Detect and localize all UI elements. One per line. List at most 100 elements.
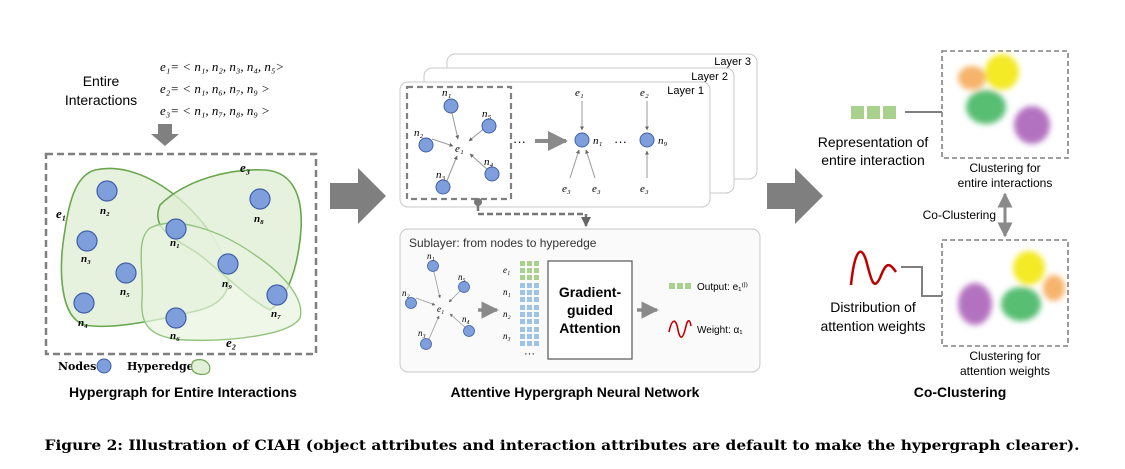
cluster2-caption-line2: attention weights — [960, 364, 1050, 378]
star-node-n4 — [484, 166, 500, 182]
node-n7-label: n₇ — [271, 308, 281, 320]
output-squares-icon — [669, 283, 691, 289]
feature-grid-e1 — [520, 261, 539, 280]
node-n1 — [165, 218, 187, 240]
node-n6-label: n₆ — [170, 330, 180, 342]
node-n1-label: n₁ — [170, 237, 180, 249]
node-n8-label: n₈ — [254, 213, 264, 225]
layer-ellipsis-2: ··· — [614, 134, 627, 149]
mini-node-n1 — [427, 260, 439, 272]
star-dashed-box — [405, 85, 513, 201]
output-label: Output: e₁⁽ˡ⁾ — [697, 282, 748, 293]
node-n4-label: n₄ — [78, 317, 88, 329]
equation-e2: e₂= < n₁, n₆, n₇, n₉ > — [160, 81, 270, 96]
star-node-n1 — [443, 98, 459, 114]
panel3-caption: Co-Clustering — [914, 384, 1007, 400]
panel2-caption: Attentive Hypergraph Neural Network — [451, 384, 700, 400]
hypergraph-dashed-box — [44, 152, 318, 356]
star-n4-label: n₄ — [484, 156, 494, 168]
tree2-node — [639, 132, 655, 148]
row-label-n2: n₂ — [503, 309, 511, 319]
node-n7 — [266, 284, 288, 306]
weight-wave-icon — [668, 319, 692, 338]
node-n2 — [96, 180, 118, 202]
hyperedge-e1-label: e₁ — [56, 206, 66, 221]
mini-n3-label: n₃ — [418, 328, 426, 338]
tree1-bottom-left-label: e₃ — [562, 183, 571, 195]
hyperedge-e2-label: e₂ — [226, 335, 236, 350]
star-nodes — [418, 98, 500, 195]
panel-co-clustering: Representation of entire interaction Clu… — [818, 50, 1069, 400]
mini-node-n3 — [420, 338, 432, 350]
mini-star-nodes — [405, 260, 475, 350]
equation-e1: e₁= < n₁, n₂, n₃, n₄, n₅> — [160, 59, 284, 74]
tree2-top-label: e₂ — [640, 87, 649, 99]
feature-grid-n3 — [520, 327, 539, 346]
legend-hyperedges-label: Hyperedges — [127, 360, 200, 373]
distribution-label-line2: attention weights — [820, 318, 925, 334]
star-node-n3 — [435, 179, 451, 195]
weight-label: Weight: α₁ — [697, 325, 743, 336]
cluster2-caption-line1: Clustering for — [969, 349, 1040, 363]
node-n9-label: n₉ — [222, 278, 232, 290]
tree-2: e₂ n₉ e₃ — [639, 87, 668, 195]
cluster1-caption-line2: entire interactions — [958, 176, 1053, 190]
rows-ellipsis: ··· — [524, 348, 535, 360]
connector-dot — [474, 198, 482, 206]
row-label-n1: n₁ — [503, 287, 511, 297]
representation-label-line2: entire interaction — [821, 152, 925, 168]
big-arrow-icon-1 — [330, 168, 386, 224]
entire-interactions-heading-line1: Entire — [83, 73, 120, 89]
distribution-wave-icon — [849, 250, 898, 286]
mini-center-label: e₁ — [437, 304, 444, 314]
legend-node-icon — [96, 358, 112, 374]
dashed-connector — [476, 205, 591, 227]
node-n5-label: n₅ — [120, 286, 130, 298]
entire-interactions-heading-line2: Interactions — [65, 92, 137, 108]
panel1-caption: Hypergraph for Entire Interactions — [69, 384, 297, 400]
equation-e3: e₃= < n₁, n₇, n₈, n₉ > — [160, 103, 270, 118]
mini-node-n2 — [405, 297, 417, 309]
tree1-top-label: e₁ — [575, 87, 584, 99]
star-n5-label: n₅ — [482, 108, 492, 120]
cluster-plot-1 — [958, 54, 1050, 144]
legend-nodes-label: Nodes — [58, 360, 96, 373]
layer-3-label: Layer 3 — [714, 56, 751, 68]
mini-node-n4 — [463, 325, 475, 337]
star-node-n5 — [481, 118, 497, 134]
tree-1: e₁ n₁ e₃ e₃ — [562, 87, 603, 195]
feature-rows: e₁ n₁ n₂ n₃ — [503, 261, 539, 360]
tree1-node — [574, 132, 590, 148]
row-label-e1: e₁ — [503, 265, 510, 275]
gradient-attention-line2: guided — [567, 302, 613, 318]
tree1-node-label: n₁ — [593, 135, 603, 147]
representation-label-line1: Representation of — [818, 134, 929, 150]
gradient-attention-line1: Gradient- — [559, 284, 622, 300]
row-label-n3: n₃ — [503, 331, 511, 341]
co-clustering-label: Co-Clustering — [923, 208, 996, 222]
node-n8 — [249, 188, 271, 210]
layer-2-label: Layer 2 — [691, 71, 728, 83]
cluster1-caption-line1: Clustering for — [969, 161, 1040, 175]
node-n2-label: n₂ — [100, 205, 110, 217]
distribution-label-line1: Distribution of — [830, 299, 916, 315]
gradient-attention-line3: Attention — [559, 320, 620, 336]
mini-n4-label: n₄ — [462, 314, 470, 324]
legend-hyperedge-icon — [191, 359, 211, 375]
star-center-label: e₁ — [455, 143, 464, 155]
star-node-n2 — [418, 137, 434, 153]
panel-attentive-network: Layer 3 Layer 2 Layer 1 e₁ n₁ n₅ n₂ n₄ — [399, 53, 761, 400]
layer-ellipsis-1: ··· — [513, 134, 526, 149]
feature-grid-n1 — [520, 283, 539, 302]
hyperedge-e3-label: e₃ — [240, 160, 250, 175]
node-n3-label: n₃ — [81, 253, 91, 265]
mini-n2-label: n₂ — [402, 288, 410, 298]
node-n3 — [76, 230, 98, 252]
star-n1-label: n₁ — [442, 87, 452, 99]
node-n4 — [73, 292, 95, 314]
tree1-bottom-right-label: e₃ — [592, 183, 601, 195]
representation-squares-icon — [851, 106, 896, 119]
tree2-node-label: n₉ — [658, 135, 668, 147]
mini-n1-label: n₁ — [427, 251, 435, 261]
node-n9 — [217, 253, 239, 275]
